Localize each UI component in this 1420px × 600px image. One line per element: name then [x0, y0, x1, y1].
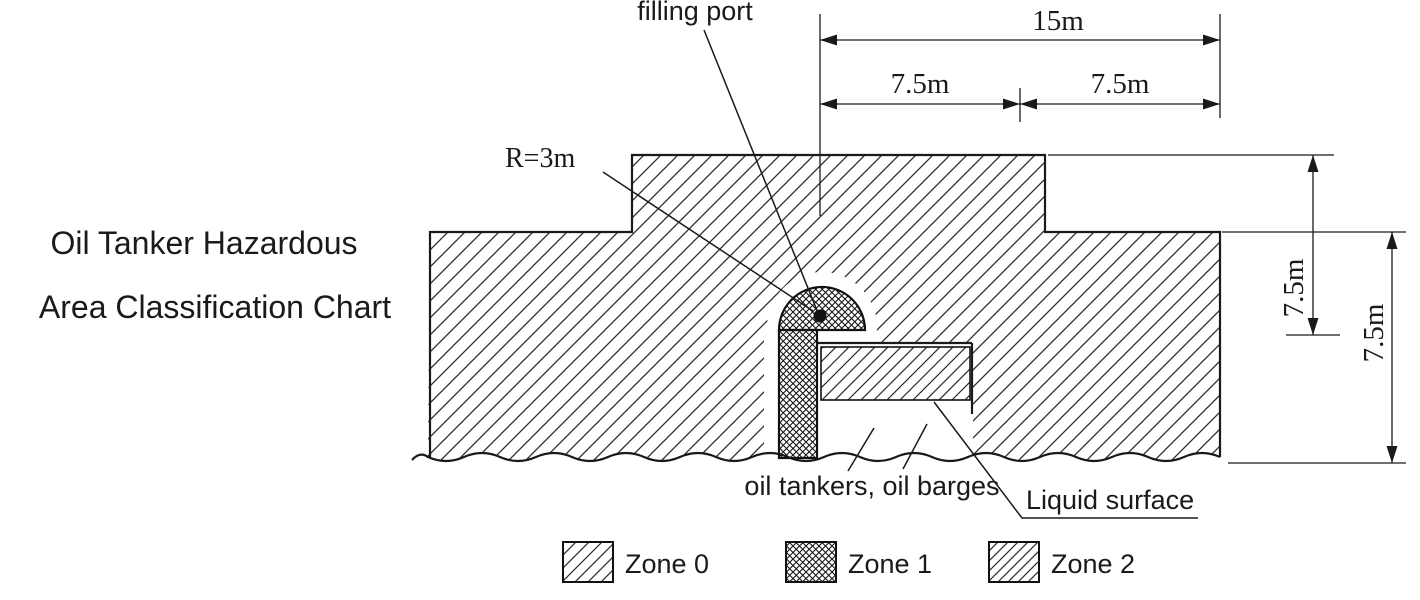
leader-filling-port	[703, 29, 819, 314]
dim-total-width: 15m	[1032, 5, 1084, 37]
label-liquid-surface: Liquid surface	[1026, 485, 1194, 515]
zone2-outline	[428, 153, 1222, 457]
dim-lower-height: 7.5m	[1358, 303, 1390, 362]
dim-upper-height: 7.5m	[1278, 258, 1310, 317]
filling-port-dot	[813, 309, 827, 323]
legend-swatch-zone0	[562, 541, 614, 583]
leader-liquid-surface	[933, 401, 1198, 519]
label-oil-tankers: oil tankers, oil barges	[744, 471, 999, 501]
zone0-vapour-band	[820, 346, 971, 401]
legend-swatch-zone1	[785, 541, 837, 583]
leader-oil-tankers-1	[847, 427, 875, 472]
legend-label-zone0: Zone 0	[625, 549, 709, 579]
leader-radius	[602, 171, 814, 312]
leader-oil-tankers-2	[902, 423, 928, 470]
dim-right-half: 7.5m	[1091, 68, 1150, 100]
chart-title: Oil Tanker Hazardous Area Classification…	[39, 225, 391, 325]
dimension-group-top: 15m 7.5m 7.5m	[819, 5, 1221, 216]
legend-label-zone2: Zone 2	[1051, 549, 1135, 579]
chart-title-line2: Area Classification Chart	[39, 289, 391, 325]
zone1-column	[777, 328, 819, 460]
zone1-dome	[777, 285, 867, 332]
dimension-group-right: 7.5m 7.5m	[1048, 154, 1406, 464]
wavy-break-line	[411, 451, 1221, 463]
chart-title-line1: Oil Tanker Hazardous	[50, 225, 357, 261]
label-filling-port: filling port	[637, 0, 753, 26]
legend: Zone 0 Zone 1 Zone 2	[562, 541, 1135, 583]
legend-swatch-zone2	[988, 541, 1040, 583]
dim-left-half: 7.5m	[891, 68, 950, 100]
label-radius: R=3m	[505, 143, 575, 174]
legend-label-zone1: Zone 1	[848, 549, 932, 579]
